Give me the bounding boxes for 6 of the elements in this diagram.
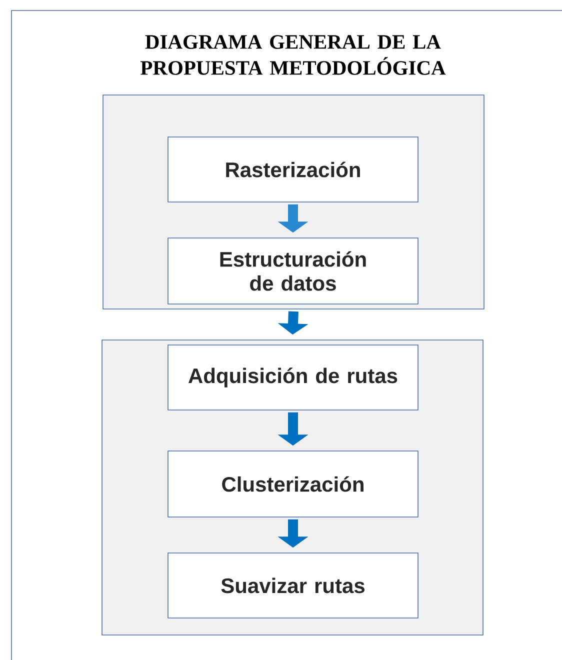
title: DIAGRAMA GENERAL DE LA PROPUESTA METODOLÓGICA bbox=[140, 35, 446, 75]
process-box: Adquisición de rutas bbox=[168, 344, 418, 410]
process-box: Estructuración de datos bbox=[168, 238, 418, 304]
process-box: Clusterización bbox=[168, 450, 418, 518]
process-box: Rasterización bbox=[168, 136, 418, 202]
process-box: Suavizar rutas bbox=[168, 552, 418, 618]
